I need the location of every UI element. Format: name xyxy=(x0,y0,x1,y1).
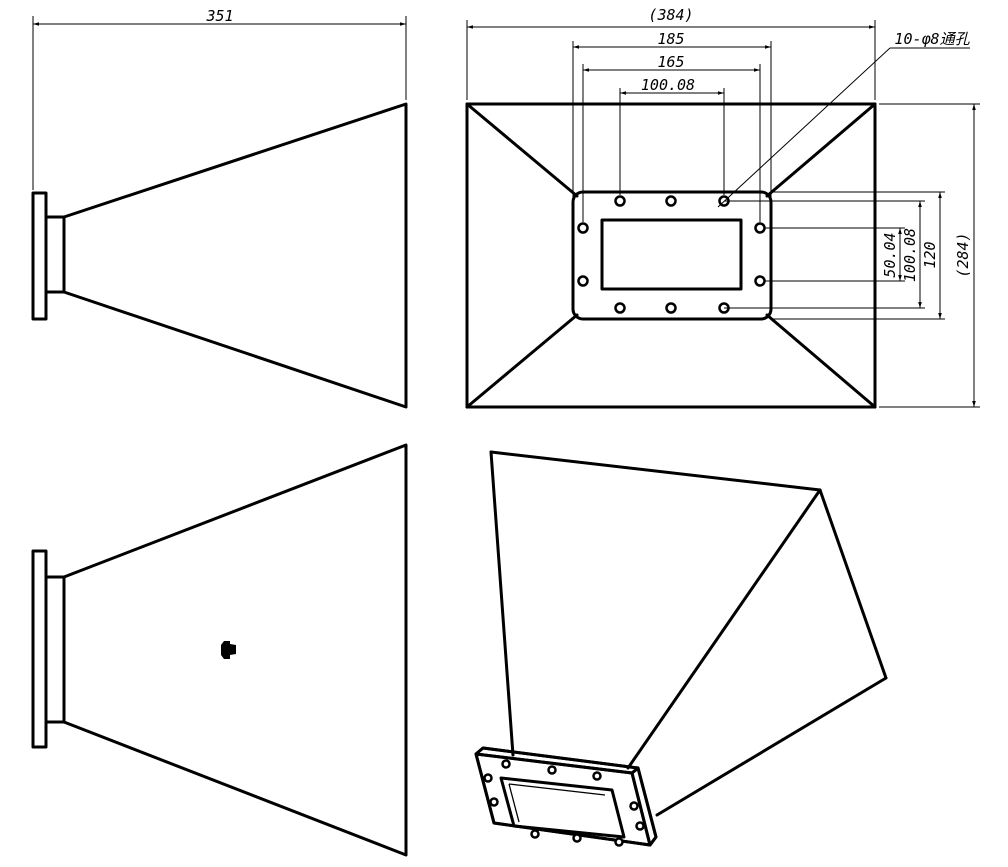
bolt-hole xyxy=(614,302,626,314)
horn-flare-outline xyxy=(62,102,408,409)
bolt-hole xyxy=(489,797,499,807)
bolt-hole xyxy=(614,837,624,847)
hole-callout-label: 10-φ8通孔 xyxy=(894,30,970,48)
bolt-hole xyxy=(577,275,589,287)
bolt-hole xyxy=(572,833,582,843)
bolt-hole xyxy=(665,195,677,207)
edge-tl xyxy=(465,102,579,198)
bolt-hole xyxy=(635,821,645,831)
bolt-hole xyxy=(614,195,626,207)
dim-flange-height: 120 xyxy=(921,241,939,268)
dim-overall-width: (384) xyxy=(648,6,693,24)
flange-rect xyxy=(31,191,48,321)
bolt-hole xyxy=(592,771,602,781)
dim-side-length: 351 xyxy=(205,7,233,25)
waveguide-neck xyxy=(44,575,66,724)
dim-aperture-height: 50.04 xyxy=(881,232,899,277)
bolt-hole xyxy=(754,222,766,234)
side-view-bottom xyxy=(31,443,408,857)
aperture-outline xyxy=(465,102,877,409)
isometric-view xyxy=(474,450,888,847)
bolt-hole xyxy=(754,275,766,287)
bolt-hole xyxy=(530,829,540,839)
horn-flare-outline xyxy=(62,443,408,857)
bolt-hole xyxy=(547,765,557,775)
iso-bolt-holes xyxy=(483,759,645,847)
bolt-hole xyxy=(483,773,493,783)
iso-waveguide-aperture xyxy=(499,776,626,839)
edge-tr xyxy=(765,102,877,198)
bolt-hole xyxy=(665,302,677,314)
dim-bolt-span-vertical: 100.08 xyxy=(901,228,919,282)
probe-connector-mark xyxy=(221,641,236,659)
dim-bolt-span-outer: 185 xyxy=(657,30,684,48)
dim-aperture-width: 100.08 xyxy=(641,76,695,94)
edge-bl xyxy=(465,313,579,409)
dim-bolt-span-inner: 165 xyxy=(657,53,684,71)
edge-br xyxy=(765,313,877,409)
front-view: (384) 185 165 100.08 10-φ8通孔 50.04 xyxy=(465,6,980,409)
bolt-hole xyxy=(577,222,589,234)
bolt-hole xyxy=(501,759,511,769)
flange-outline xyxy=(571,190,773,321)
flange-rect xyxy=(31,549,48,749)
dim-overall-height: (284) xyxy=(954,232,972,277)
bolt-hole xyxy=(629,801,639,811)
side-view-top: 351 xyxy=(31,7,408,409)
waveguide-aperture xyxy=(600,218,743,291)
hole-callout-leader xyxy=(717,47,891,208)
waveguide-neck xyxy=(44,215,66,294)
bolt-holes xyxy=(577,195,766,314)
